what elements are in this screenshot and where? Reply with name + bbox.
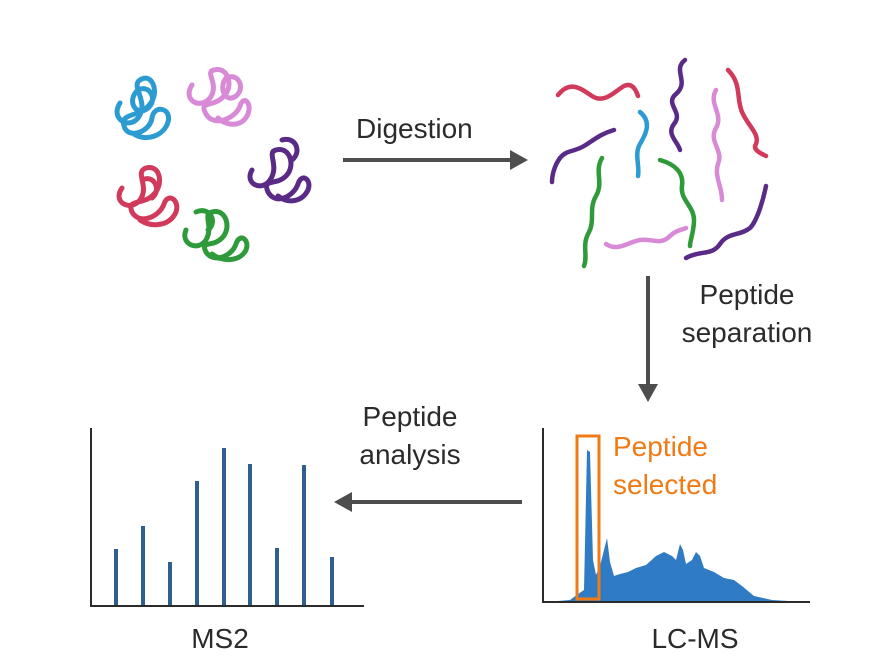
- peptide-fragment-icon: [549, 127, 617, 185]
- peptide-fragment-icon: [581, 155, 605, 269]
- protein-coil-icon: [186, 67, 252, 127]
- arrow-icon: [638, 384, 658, 402]
- selected-peak-box: [575, 434, 601, 601]
- lc-ms-label: LC-MS: [651, 623, 739, 654]
- ms2-label: MS2: [191, 623, 249, 654]
- peptide-analysis-line-1: Peptide: [362, 401, 458, 432]
- peptide-fragment-icon: [657, 157, 697, 249]
- peptide-fragment-icon: [669, 57, 688, 153]
- peptide-cluster: [549, 57, 769, 269]
- protein-coil-icon: [116, 165, 180, 228]
- arrow-icon: [510, 150, 528, 170]
- peptide-fragment-icon: [555, 82, 641, 101]
- peptide-fragment-icon: [635, 109, 650, 179]
- peptide-separation-line-2: separation: [681, 317, 813, 348]
- peptide-separation-label: Peptide separation: [662, 276, 832, 352]
- analysis-arrow: [334, 492, 522, 512]
- separation-arrow: [638, 276, 658, 402]
- digestion-label: Digestion: [356, 113, 473, 144]
- peptide-selected-label: Peptide selected: [613, 428, 717, 504]
- peptide-analysis-line-2: analysis: [359, 439, 461, 470]
- peptide-analysis-label: Peptide analysis: [330, 398, 490, 474]
- peptide-separation-line-1: Peptide: [699, 279, 795, 310]
- ms2-spectrum: [90, 428, 364, 607]
- protein-cluster: [114, 67, 312, 262]
- chromatogram-trace: [546, 450, 805, 602]
- peptide-fragment-icon: [683, 183, 769, 261]
- peptide-fragment-icon: [711, 87, 725, 203]
- lcms-chromatogram: [542, 428, 810, 603]
- peptide-selected-line-1: Peptide: [613, 431, 708, 462]
- protein-coil-icon: [114, 75, 172, 140]
- peptide-fragment-icon: [725, 67, 769, 159]
- peptide-selected-line-2: selected: [613, 469, 718, 500]
- digestion-arrow: [343, 150, 528, 170]
- protein-coil-icon: [247, 136, 312, 204]
- arrow-icon: [334, 492, 352, 512]
- protein-coil-icon: [182, 208, 250, 262]
- peptide-fragment-icon: [603, 225, 689, 250]
